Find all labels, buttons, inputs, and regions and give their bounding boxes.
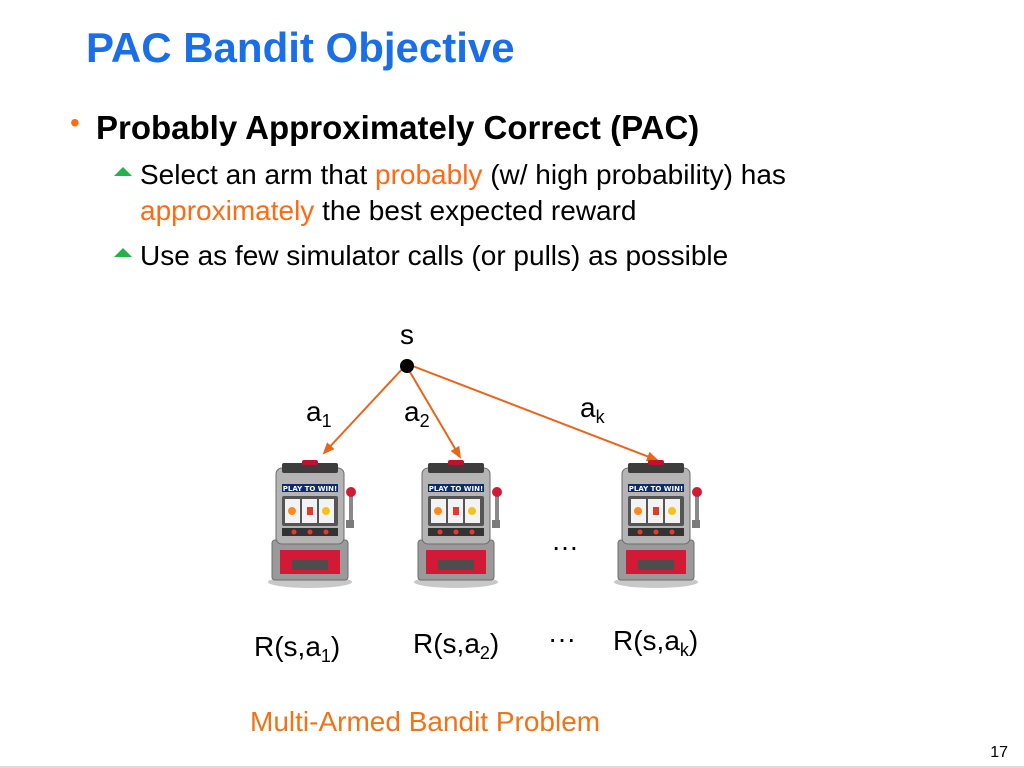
arrow-a2	[406, 366, 462, 459]
triangle-bullet-icon	[114, 248, 132, 257]
highlight-approximately: approximately	[140, 195, 315, 226]
machine-banner-text: PLAY TO WIN!	[283, 485, 337, 493]
sub-bullet-2: Use as few simulator calls (or pulls) as…	[114, 238, 728, 274]
rewards-ellipsis: ···	[548, 623, 576, 654]
reward-label-2: R(s,a2)	[413, 628, 500, 663]
sub-bullet-2-text: Use as few simulator calls (or pulls) as…	[140, 240, 729, 271]
arrow-a1	[322, 365, 406, 455]
state-label: s	[400, 319, 414, 350]
arm-label-k: ak	[580, 392, 605, 427]
triangle-bullet-icon	[114, 167, 132, 176]
bullet-dot-icon: •	[70, 107, 80, 138]
machines-ellipsis: …	[551, 525, 579, 556]
slide-title: PAC Bandit Objective	[86, 24, 515, 71]
highlight-probably: probably	[375, 159, 483, 190]
reward-label-1: R(s,a1)	[254, 631, 341, 666]
slot-machine-2: PLAY TO WIN!	[413, 459, 503, 589]
footer-divider	[0, 766, 1024, 768]
page-number: 17	[990, 744, 1008, 761]
sub-1-line1-part1: Select an arm that	[140, 159, 376, 190]
slot-machine-k: PLAY TO WIN!	[613, 459, 703, 589]
machine-banner-text: PLAY TO WIN!	[429, 485, 483, 493]
arm-label-2: a2	[404, 396, 430, 431]
diagram-caption: Multi-Armed Bandit Problem	[250, 706, 601, 737]
sub-bullet-1-text: Select an arm that probably (w/ high pro…	[140, 157, 786, 229]
slot-machine-1: PLAY TO WIN!	[267, 459, 357, 589]
arm-label-1: a1	[306, 396, 332, 431]
sub-1-line2-part2: the best expected reward	[314, 195, 637, 226]
sub-1-line1-part2: (w/ high probability) has	[482, 159, 786, 190]
arrow-ak	[409, 364, 659, 462]
sub-bullet-1: Select an arm that probably (w/ high pro…	[114, 157, 786, 229]
machine-banner-text: PLAY TO WIN!	[629, 485, 683, 493]
bullet-main: • Probably Approximately Correct (PAC)	[70, 108, 699, 148]
state-node	[400, 359, 414, 373]
bullet-main-text: Probably Approximately Correct (PAC)	[96, 109, 700, 146]
reward-label-k: R(s,ak)	[613, 625, 699, 660]
